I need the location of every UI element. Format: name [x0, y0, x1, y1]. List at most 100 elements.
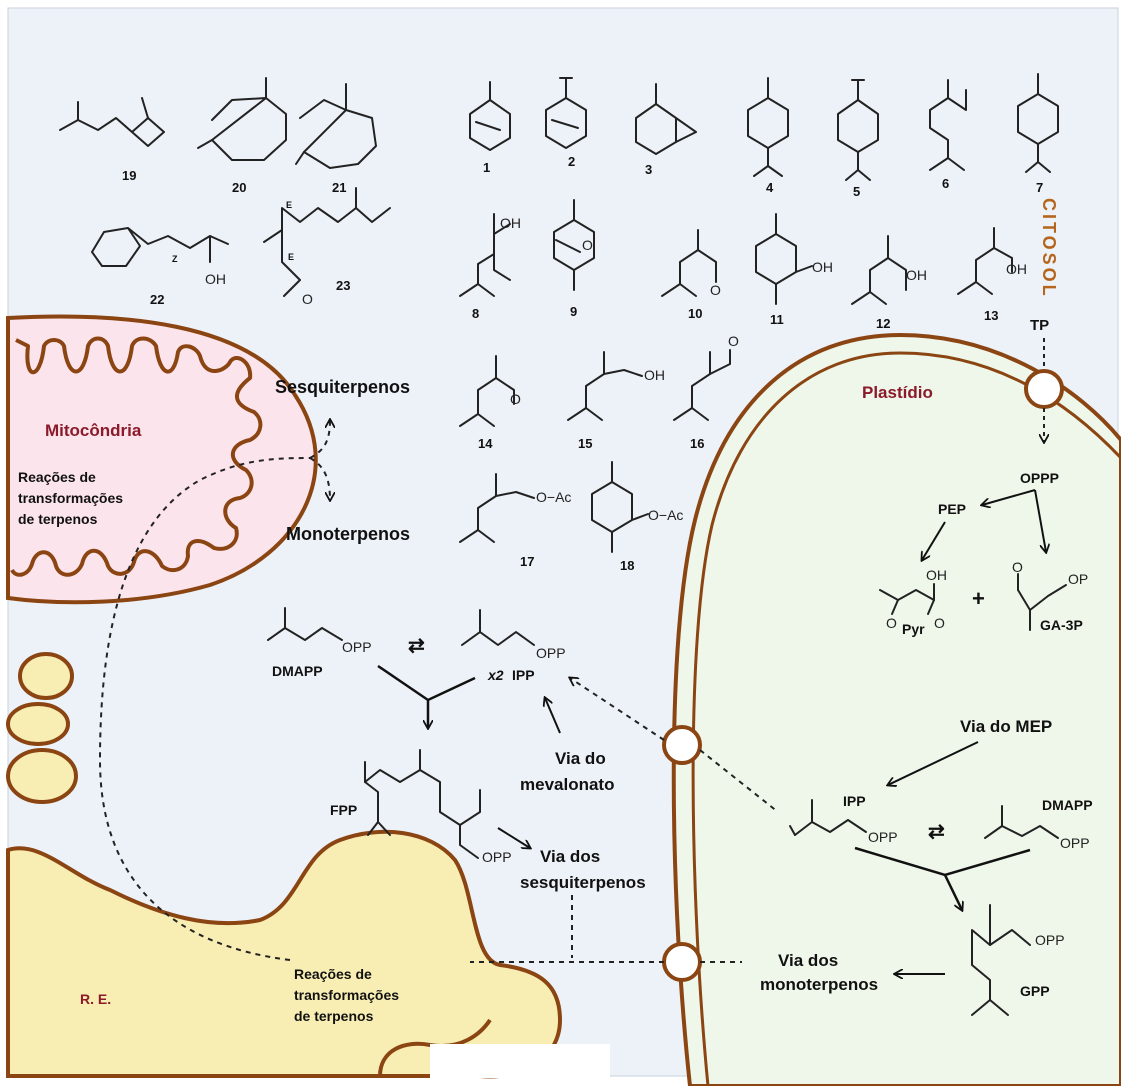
compound-22: Z OH 22: [91, 227, 229, 307]
mitochondria: Mitocôndria Reações de transformações de…: [6, 314, 318, 605]
cytosol-dmapp-structure: DMAPP OPP: [267, 607, 372, 679]
compound-16-o: O: [728, 333, 739, 349]
pyr-label: Pyr: [902, 621, 925, 637]
compound-10-o: O: [710, 282, 721, 298]
mito-reactions-line3: de terpenos: [18, 511, 98, 527]
mitochondria-label: Mitocôndria: [45, 421, 142, 440]
via-sesq-line2: sesquiterpenos: [520, 873, 646, 892]
compound-1: 1: [469, 81, 511, 175]
compound-12-oh: OH: [906, 267, 927, 283]
sesquiterpenes-label: Sesquiterpenos: [275, 377, 410, 397]
compound-10: O 10: [661, 229, 721, 321]
er-reactions-line1: Reações de: [294, 966, 372, 982]
compound-3: 3: [635, 83, 697, 177]
compound-17-number: 17: [520, 554, 534, 569]
compound-19: 19: [59, 97, 165, 183]
compound-9: O 9: [553, 199, 595, 319]
compound-21-number: 21: [332, 180, 346, 195]
plastid-equilibrium: ⇄: [928, 821, 945, 843]
arrow-to-gpp: [943, 874, 962, 910]
mito-reactions-line2: transformações: [18, 490, 123, 506]
to-mono-dashed: [309, 457, 330, 500]
ipp-plastid-dashed: [699, 749, 779, 813]
compound-7-number: 7: [1036, 180, 1043, 195]
compound-8-oh: OH: [500, 215, 521, 231]
compound-23-e1: E: [286, 200, 292, 210]
compound-11: OH 11: [755, 213, 833, 327]
plastid-ipp-opp: OPP: [868, 829, 898, 845]
via-mep-label: Via do MEP: [960, 717, 1052, 736]
compound-5-number: 5: [853, 184, 860, 199]
plastid-label: Plastídio: [862, 383, 933, 402]
fpp-label: FPP: [330, 802, 357, 818]
plus-sign: +: [972, 586, 985, 611]
compound-23-e2: E: [288, 252, 294, 262]
ga3p-o: O: [1012, 559, 1023, 575]
citosol-letter: CITOSOL: [1039, 198, 1059, 299]
compound-16: O 16: [673, 333, 739, 451]
er-reactions-line2: transformações: [294, 987, 399, 1003]
compound-17: O−Ac 17: [459, 473, 571, 569]
compound-22-z: Z: [172, 254, 178, 264]
compound-7: 7: [1017, 73, 1059, 195]
tp-transporter: [1024, 369, 1064, 409]
arrow-meva-ipp: [545, 698, 561, 734]
compound-23-o: O: [302, 291, 313, 307]
compound-18: O−Ac 18: [591, 461, 683, 573]
compound-22-number: 22: [150, 292, 164, 307]
plastid-dmapp-label: DMAPP: [1042, 797, 1093, 813]
cytosol-label: CITOSOL: [1039, 198, 1059, 299]
to-sesq-dashed: [309, 420, 330, 459]
via-mono-line2: monoterpenos: [760, 975, 878, 994]
endoplasmic-reticulum: R. E. Reações de transformações de terpe…: [6, 829, 610, 1079]
compound-9-number: 9: [570, 304, 577, 319]
ga3p-label: GA-3P: [1040, 617, 1083, 633]
er-label: R. E.: [80, 991, 111, 1007]
arrow-pep-pyr: [922, 521, 946, 560]
compound-11-number: 11: [770, 312, 784, 327]
er-reactions-line3: de terpenos: [294, 1008, 374, 1024]
pep-label: PEP: [938, 501, 966, 517]
pyr-o1: O: [886, 615, 897, 631]
compound-14-o: O: [510, 391, 521, 407]
compound-4-number: 4: [766, 180, 774, 195]
compound-2-number: 2: [568, 154, 575, 169]
compound-15-number: 15: [578, 436, 592, 451]
pyr-o2: O: [934, 615, 945, 631]
via-sesq-line1: Via dos: [540, 847, 600, 866]
gpp-transporter: [662, 942, 702, 982]
compound-15: OH 15: [567, 351, 665, 451]
compound-17-oac: O−Ac: [536, 489, 571, 505]
compound-8-number: 8: [472, 306, 479, 321]
cytosol-ipp-opp: OPP: [536, 645, 566, 661]
compound-6: 6: [929, 79, 967, 191]
compound-18-number: 18: [620, 558, 634, 573]
compound-3-number: 3: [645, 162, 652, 177]
compound-20: 20: [197, 77, 287, 195]
via-meva-line1: Via do: [555, 749, 606, 768]
cytosol-ipp-x2: x2: [487, 667, 504, 683]
ga3p-op: OP: [1068, 571, 1088, 587]
arrow-fpp-sesq: [497, 827, 530, 848]
compound-8: OH 8: [459, 213, 521, 321]
plastid-dmapp-opp: OPP: [1060, 835, 1090, 851]
via-mono-line1: Via dos: [778, 951, 838, 970]
gpp-structure: OPP GPP: [971, 904, 1065, 1016]
gpp-opp: OPP: [1035, 932, 1065, 948]
compound-21: 21: [295, 83, 377, 195]
compound-12: OH 12: [851, 235, 927, 331]
compound-23: E E O 23: [263, 187, 391, 307]
compound-14-number: 14: [478, 436, 493, 451]
pyr-oh: OH: [926, 567, 947, 583]
compound-16-number: 16: [690, 436, 704, 451]
compound-5: 5: [837, 79, 879, 199]
arrow-mep-ipp: [888, 741, 979, 785]
compound-11-oh: OH: [812, 259, 833, 275]
compound-1-number: 1: [483, 160, 490, 175]
cytosol-dmapp-opp: OPP: [342, 639, 372, 655]
ipp-transporter: [662, 725, 702, 765]
mito-reactions-line1: Reações de: [18, 469, 96, 485]
plastid-ipp-structure: IPP OPP: [789, 793, 898, 845]
